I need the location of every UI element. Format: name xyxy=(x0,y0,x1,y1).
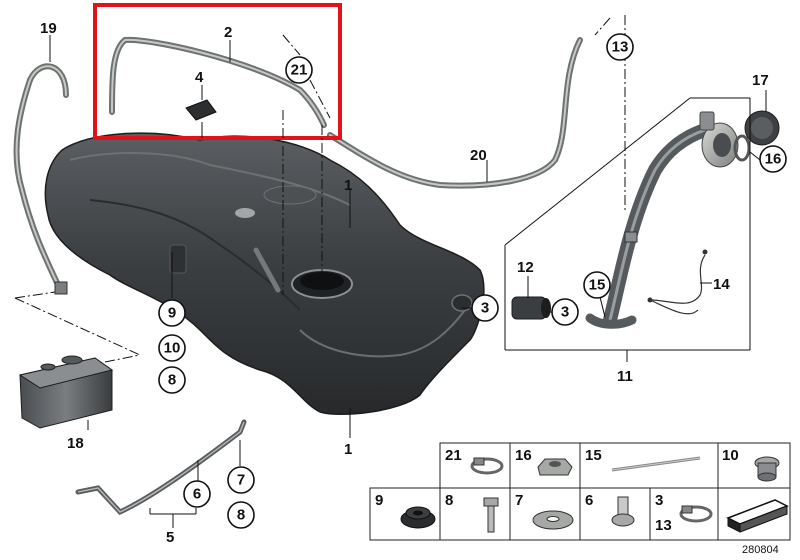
arrow-icon xyxy=(726,499,789,533)
cable-tie-icon xyxy=(611,456,701,472)
label-2: 2 xyxy=(224,24,232,41)
tension-strap[interactable] xyxy=(75,419,247,516)
label-19: 19 xyxy=(40,20,57,37)
highlight-box xyxy=(93,3,342,140)
parts-legend: 21 16 15 10 9 8 7 6 3 13 xyxy=(369,442,791,541)
circle-label-7: 7 xyxy=(237,472,245,489)
callout-circle xyxy=(158,334,186,362)
ground-wire[interactable] xyxy=(647,249,708,315)
part-labels: 2 4 19 20 1 1 12 14 17 11 18 5 xyxy=(40,20,769,546)
gasket-4[interactable] xyxy=(185,99,217,121)
bolt-icon xyxy=(483,497,499,533)
circle-label-16: 16 xyxy=(765,151,782,168)
clamp-3-icon xyxy=(679,505,713,523)
line-2[interactable] xyxy=(109,36,327,128)
fuel-cap[interactable] xyxy=(744,110,780,146)
label-1-top: 1 xyxy=(344,177,352,194)
leader-lines xyxy=(14,15,767,528)
legend-label-13: 13 xyxy=(655,517,672,534)
circle-label-15: 15 xyxy=(589,277,606,294)
label-18: 18 xyxy=(67,435,84,452)
label-17: 17 xyxy=(752,72,769,89)
legend-label-7: 7 xyxy=(515,492,523,509)
callout-circle xyxy=(158,366,186,394)
clip-icon xyxy=(611,496,635,527)
callout-circle xyxy=(606,33,634,61)
legend-label-15: 15 xyxy=(585,447,602,464)
callout-circle xyxy=(158,299,186,327)
circle-label-8a: 8 xyxy=(168,372,176,389)
nut-icon xyxy=(537,458,573,476)
callout-circle xyxy=(227,466,255,494)
bushing-icon xyxy=(754,456,780,482)
callout-circle xyxy=(759,145,787,173)
callout-circle xyxy=(183,480,211,508)
label-12: 12 xyxy=(517,259,534,276)
hose-12[interactable] xyxy=(511,296,551,320)
grommet-icon xyxy=(400,506,436,529)
legend-label-8: 8 xyxy=(445,492,453,509)
circle-label-8b: 8 xyxy=(237,507,245,524)
charcoal-canister[interactable] xyxy=(18,355,114,429)
legend-label-16: 16 xyxy=(515,447,532,464)
label-5: 5 xyxy=(166,529,174,546)
circle-label-3a: 3 xyxy=(481,300,489,317)
fuel-tank[interactable] xyxy=(44,132,485,416)
legend-label-3: 3 xyxy=(655,492,663,509)
label-4: 4 xyxy=(195,69,204,86)
legend-label-9: 9 xyxy=(375,492,383,509)
label-11: 11 xyxy=(617,368,633,385)
label-20: 20 xyxy=(470,147,487,164)
doc-number: 280804 xyxy=(742,544,779,556)
circle-label-21: 21 xyxy=(291,62,308,79)
hose-clamp-icon xyxy=(470,457,504,475)
callout-circle xyxy=(227,501,255,529)
callout-circle xyxy=(583,271,611,299)
washer-icon xyxy=(532,510,574,530)
label-1: 1 xyxy=(344,441,352,458)
pipe-20[interactable] xyxy=(327,37,583,189)
circled-labels: 21 13 16 3 3 15 9 10 8 6 7 8 xyxy=(158,33,787,529)
circle-label-10: 10 xyxy=(164,340,181,357)
callout-circle xyxy=(471,294,499,322)
callout-circle xyxy=(551,298,579,326)
filler-neck[interactable] xyxy=(585,111,739,329)
circle-label-3b: 3 xyxy=(561,304,569,321)
vent-pipe[interactable] xyxy=(13,63,69,295)
legend-label-10: 10 xyxy=(722,447,739,464)
circle-label-13: 13 xyxy=(612,39,629,56)
circle-label-9: 9 xyxy=(168,305,176,322)
callout-circle xyxy=(285,56,313,84)
legend-label-21: 21 xyxy=(445,447,462,464)
circle-label-6: 6 xyxy=(193,486,201,503)
label-14: 14 xyxy=(713,276,730,293)
clamp-16[interactable] xyxy=(733,134,751,162)
legend-label-6: 6 xyxy=(585,492,593,509)
